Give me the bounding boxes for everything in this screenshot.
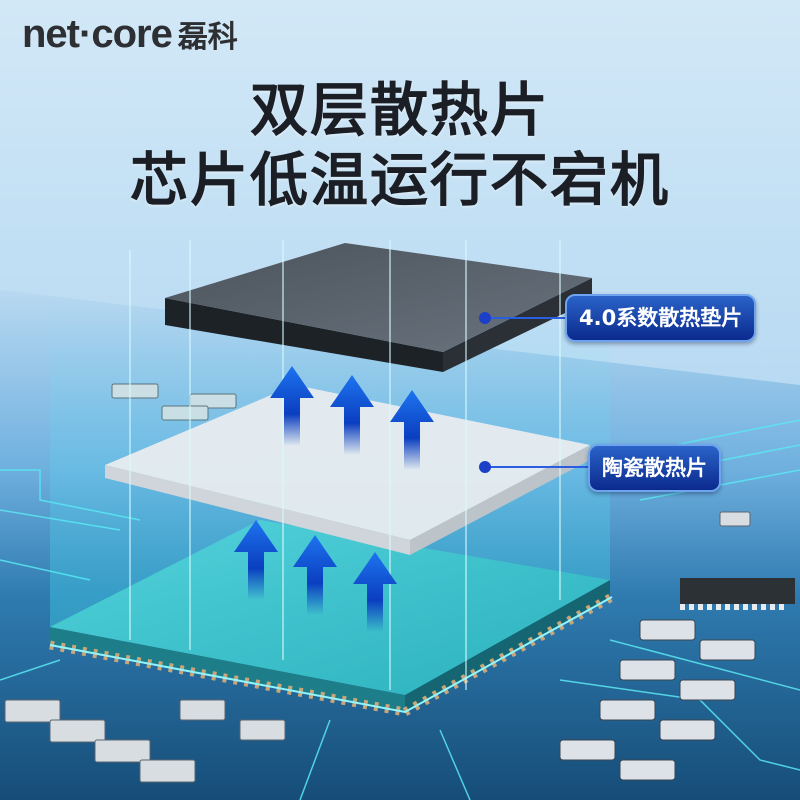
ceramic-heatsink [105, 385, 590, 555]
callout-thermal-pad: 4.0系数散热垫片 [565, 294, 757, 342]
headline-line2: 芯片低温运行不宕机 [129, 146, 670, 214]
ic-component [680, 578, 795, 610]
headline-line1: 双层散热片 [249, 76, 550, 144]
callout-ceramic-heatsink: 陶瓷散热片 [588, 444, 721, 492]
brand-name-zh: 磊科 [177, 20, 238, 55]
thermal-pad [165, 243, 592, 372]
brand-name-en: net·core [22, 12, 173, 56]
callout-connector [479, 312, 567, 324]
brand-logo: net·core 磊科 [22, 12, 238, 56]
callout-connector [479, 461, 590, 473]
